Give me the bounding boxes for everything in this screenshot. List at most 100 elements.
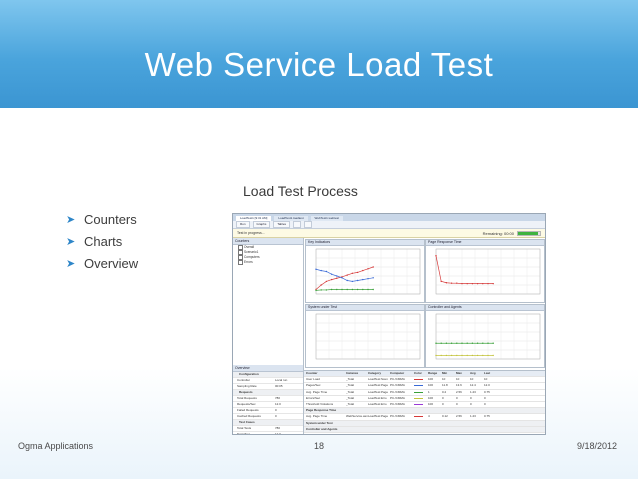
counters-pane-header: Counters <box>233 238 303 245</box>
table-cell: LoadTest:Page <box>368 383 389 388</box>
data-point <box>372 288 374 291</box>
table-cell: 2.56 <box>456 389 462 394</box>
table-cell <box>414 383 428 388</box>
table-cell: WebService.asmx <box>346 414 368 419</box>
graphs-button[interactable]: Graphs <box>252 221 271 228</box>
table-cell: 10.1 <box>484 432 490 435</box>
table-cell: System under Test <box>306 420 333 425</box>
column-header[interactable]: Computer <box>390 371 405 375</box>
data-point <box>362 288 364 291</box>
series-color-swatch <box>414 379 423 381</box>
expand-icon[interactable] <box>238 260 243 265</box>
overview-section[interactable]: Configuration <box>233 372 303 378</box>
tables-button[interactable]: Tables <box>273 221 291 228</box>
footer-date: 9/18/2012 <box>577 441 618 451</box>
data-point <box>456 354 458 357</box>
overview-key: Total Requests <box>237 396 257 400</box>
column-header[interactable]: Max <box>456 371 462 375</box>
tree-item-overall[interactable]: Overall <box>233 245 303 250</box>
load-test-body: Counters Overall Scenario1 Computers Err… <box>233 238 545 434</box>
screenshot-caption: Load Test Process <box>243 183 358 199</box>
table-cell: 2.56 <box>456 414 462 419</box>
table-cell: PC-%MMA <box>390 432 405 435</box>
overview-key: Controller <box>237 378 251 382</box>
column-header[interactable]: Avg <box>470 371 476 375</box>
toolbar-button[interactable] <box>293 221 302 228</box>
table-cell: 11.2 <box>442 432 448 435</box>
column-header[interactable]: Instance <box>346 371 359 375</box>
table-cell: _Total <box>346 377 355 382</box>
table-cell: 100 <box>428 395 434 400</box>
column-header[interactable]: Category <box>368 371 382 375</box>
tree-item-errors[interactable]: Errors <box>233 260 303 265</box>
tree-item-computers[interactable]: Computers <box>233 255 303 260</box>
overview-key: Sampling Rate <box>237 384 257 388</box>
table-cell: User Load <box>306 377 320 382</box>
tree-item-scenario[interactable]: Scenario1 <box>233 250 303 255</box>
plot-frame <box>435 313 541 360</box>
overview-value: 12.0 <box>275 432 281 435</box>
overview-row[interactable]: Controller Local run <box>233 378 303 384</box>
expand-icon[interactable] <box>238 250 243 255</box>
tab-loadtest-run[interactable]: LoadTest1 [9:31 AM] <box>236 216 272 221</box>
column-header[interactable]: Min <box>442 371 448 375</box>
column-header[interactable]: Counter <box>306 371 318 375</box>
data-point <box>330 273 333 275</box>
overview-value: Local run <box>275 378 288 382</box>
tab-loadtest-file[interactable]: LoadTest1.loadtest <box>274 216 308 221</box>
table-cell: Page Response Time <box>306 408 337 413</box>
table-cell: 12.0 <box>484 383 490 388</box>
data-point <box>325 289 328 291</box>
chart-controller-agents <box>435 313 541 360</box>
table-cell: 10 <box>484 377 488 382</box>
expand-icon[interactable] <box>238 245 243 250</box>
series-color-swatch <box>414 404 423 406</box>
table-cell: 0 <box>484 395 486 400</box>
graph-system-under-test[interactable]: System under Test <box>305 304 425 368</box>
table-cell: _Total <box>346 383 355 388</box>
table-cell <box>414 402 428 407</box>
data-point <box>367 268 369 270</box>
plot-frame <box>315 248 421 295</box>
table-category-row[interactable]: Controller and Agents <box>304 426 545 433</box>
overview-value: 780 <box>275 426 281 430</box>
column-header[interactable]: Color <box>414 371 422 375</box>
expand-icon[interactable] <box>238 255 243 260</box>
overview-section[interactable]: Requests <box>233 390 303 396</box>
tab-webtest-file[interactable]: WebTest1.webtest <box>310 216 344 221</box>
table-cell: Avg. Page Time <box>306 389 328 394</box>
data-point <box>341 277 343 279</box>
graph-page-response-time[interactable]: Page Response Time <box>425 239 545 303</box>
graph-key-indicators[interactable]: Key Indicators <box>305 239 425 303</box>
toolbar-button[interactable] <box>304 221 313 228</box>
overview-section[interactable]: Test Cases <box>233 420 303 426</box>
data-point <box>362 269 364 272</box>
table-category-row[interactable]: Page Response Time <box>304 408 545 415</box>
table-cell: 100 <box>428 383 434 388</box>
table-cell: PC-%MMA <box>390 395 405 400</box>
column-header[interactable]: Last <box>484 371 491 375</box>
column-header[interactable]: Range <box>428 371 438 375</box>
table-cell: _Total <box>346 389 355 394</box>
run-button[interactable]: Run <box>236 221 250 228</box>
table-category-row[interactable]: System under Test <box>304 420 545 427</box>
overview-value: 12.0 <box>275 402 281 406</box>
data-point <box>356 279 359 282</box>
graph-controller-agents[interactable]: Controller and Agents <box>425 304 545 368</box>
data-point <box>372 266 374 268</box>
bullet-item: ➤Charts <box>66 231 138 253</box>
